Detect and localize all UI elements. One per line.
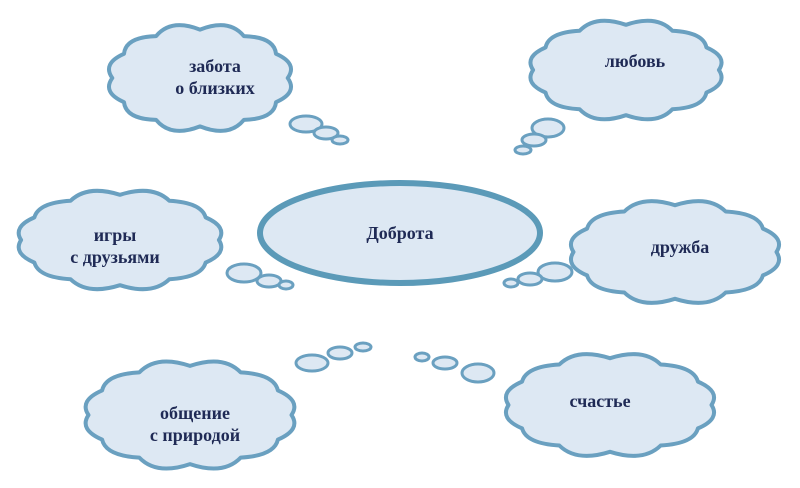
cloud-nature-tail-bubble-2 [326,345,354,361]
cloud-friendship [502,199,782,305]
center-ellipse [257,180,543,286]
cloud-happiness-tail-bubble-2 [431,355,459,371]
cloud-care [107,23,350,146]
cloud-games-tail-bubble-2 [255,273,283,289]
center-label: Доброта [366,223,434,243]
cloud-happiness-tail-bubble-3 [413,351,431,363]
cloud-nature-tail-bubble-3 [353,341,373,353]
cloud-friendship-tail-bubble-1 [536,261,574,283]
cloud-games-body [16,188,224,292]
cloud-games-tail-bubble-3 [277,279,295,291]
cloud-care-tail-bubble-2 [312,125,340,141]
cloud-care-body [107,23,293,133]
cloud-nature-tail-bubble-1 [294,353,330,373]
cloud-friendship-tail-bubble-3 [502,277,520,289]
cloud-nature [83,341,373,471]
cloud-label-happiness: счастье [569,391,631,411]
cloud-friendship-tail-bubble-2 [516,271,544,287]
cloud-friendship-body [568,199,782,305]
cloud-games-tail-bubble-1 [225,262,263,284]
cloud-happiness [413,351,717,458]
cloud-love-tail-bubble-3 [513,144,533,156]
cloud-care-tail-bubble-1 [288,114,324,134]
cloud-love-tail-bubble-2 [520,132,548,148]
cloud-care-tail-bubble-3 [330,134,350,146]
cloud-love-body [528,18,724,122]
cloud-label-care: забота о близких [175,56,255,98]
cloud-love-tail-bubble-1 [530,117,566,139]
cloud-games [16,188,295,292]
cloud-happiness-body [503,352,717,458]
cloud-label-games: игры с друзьями [70,225,160,267]
cloud-label-love: любовь [604,51,666,71]
cloud-label-nature: общение с природой [149,403,241,445]
cloud-love [513,18,724,156]
cloud-nature-body [83,359,297,471]
cloud-label-friendship: дружба [650,237,710,257]
cloud-happiness-tail-bubble-1 [460,362,496,384]
